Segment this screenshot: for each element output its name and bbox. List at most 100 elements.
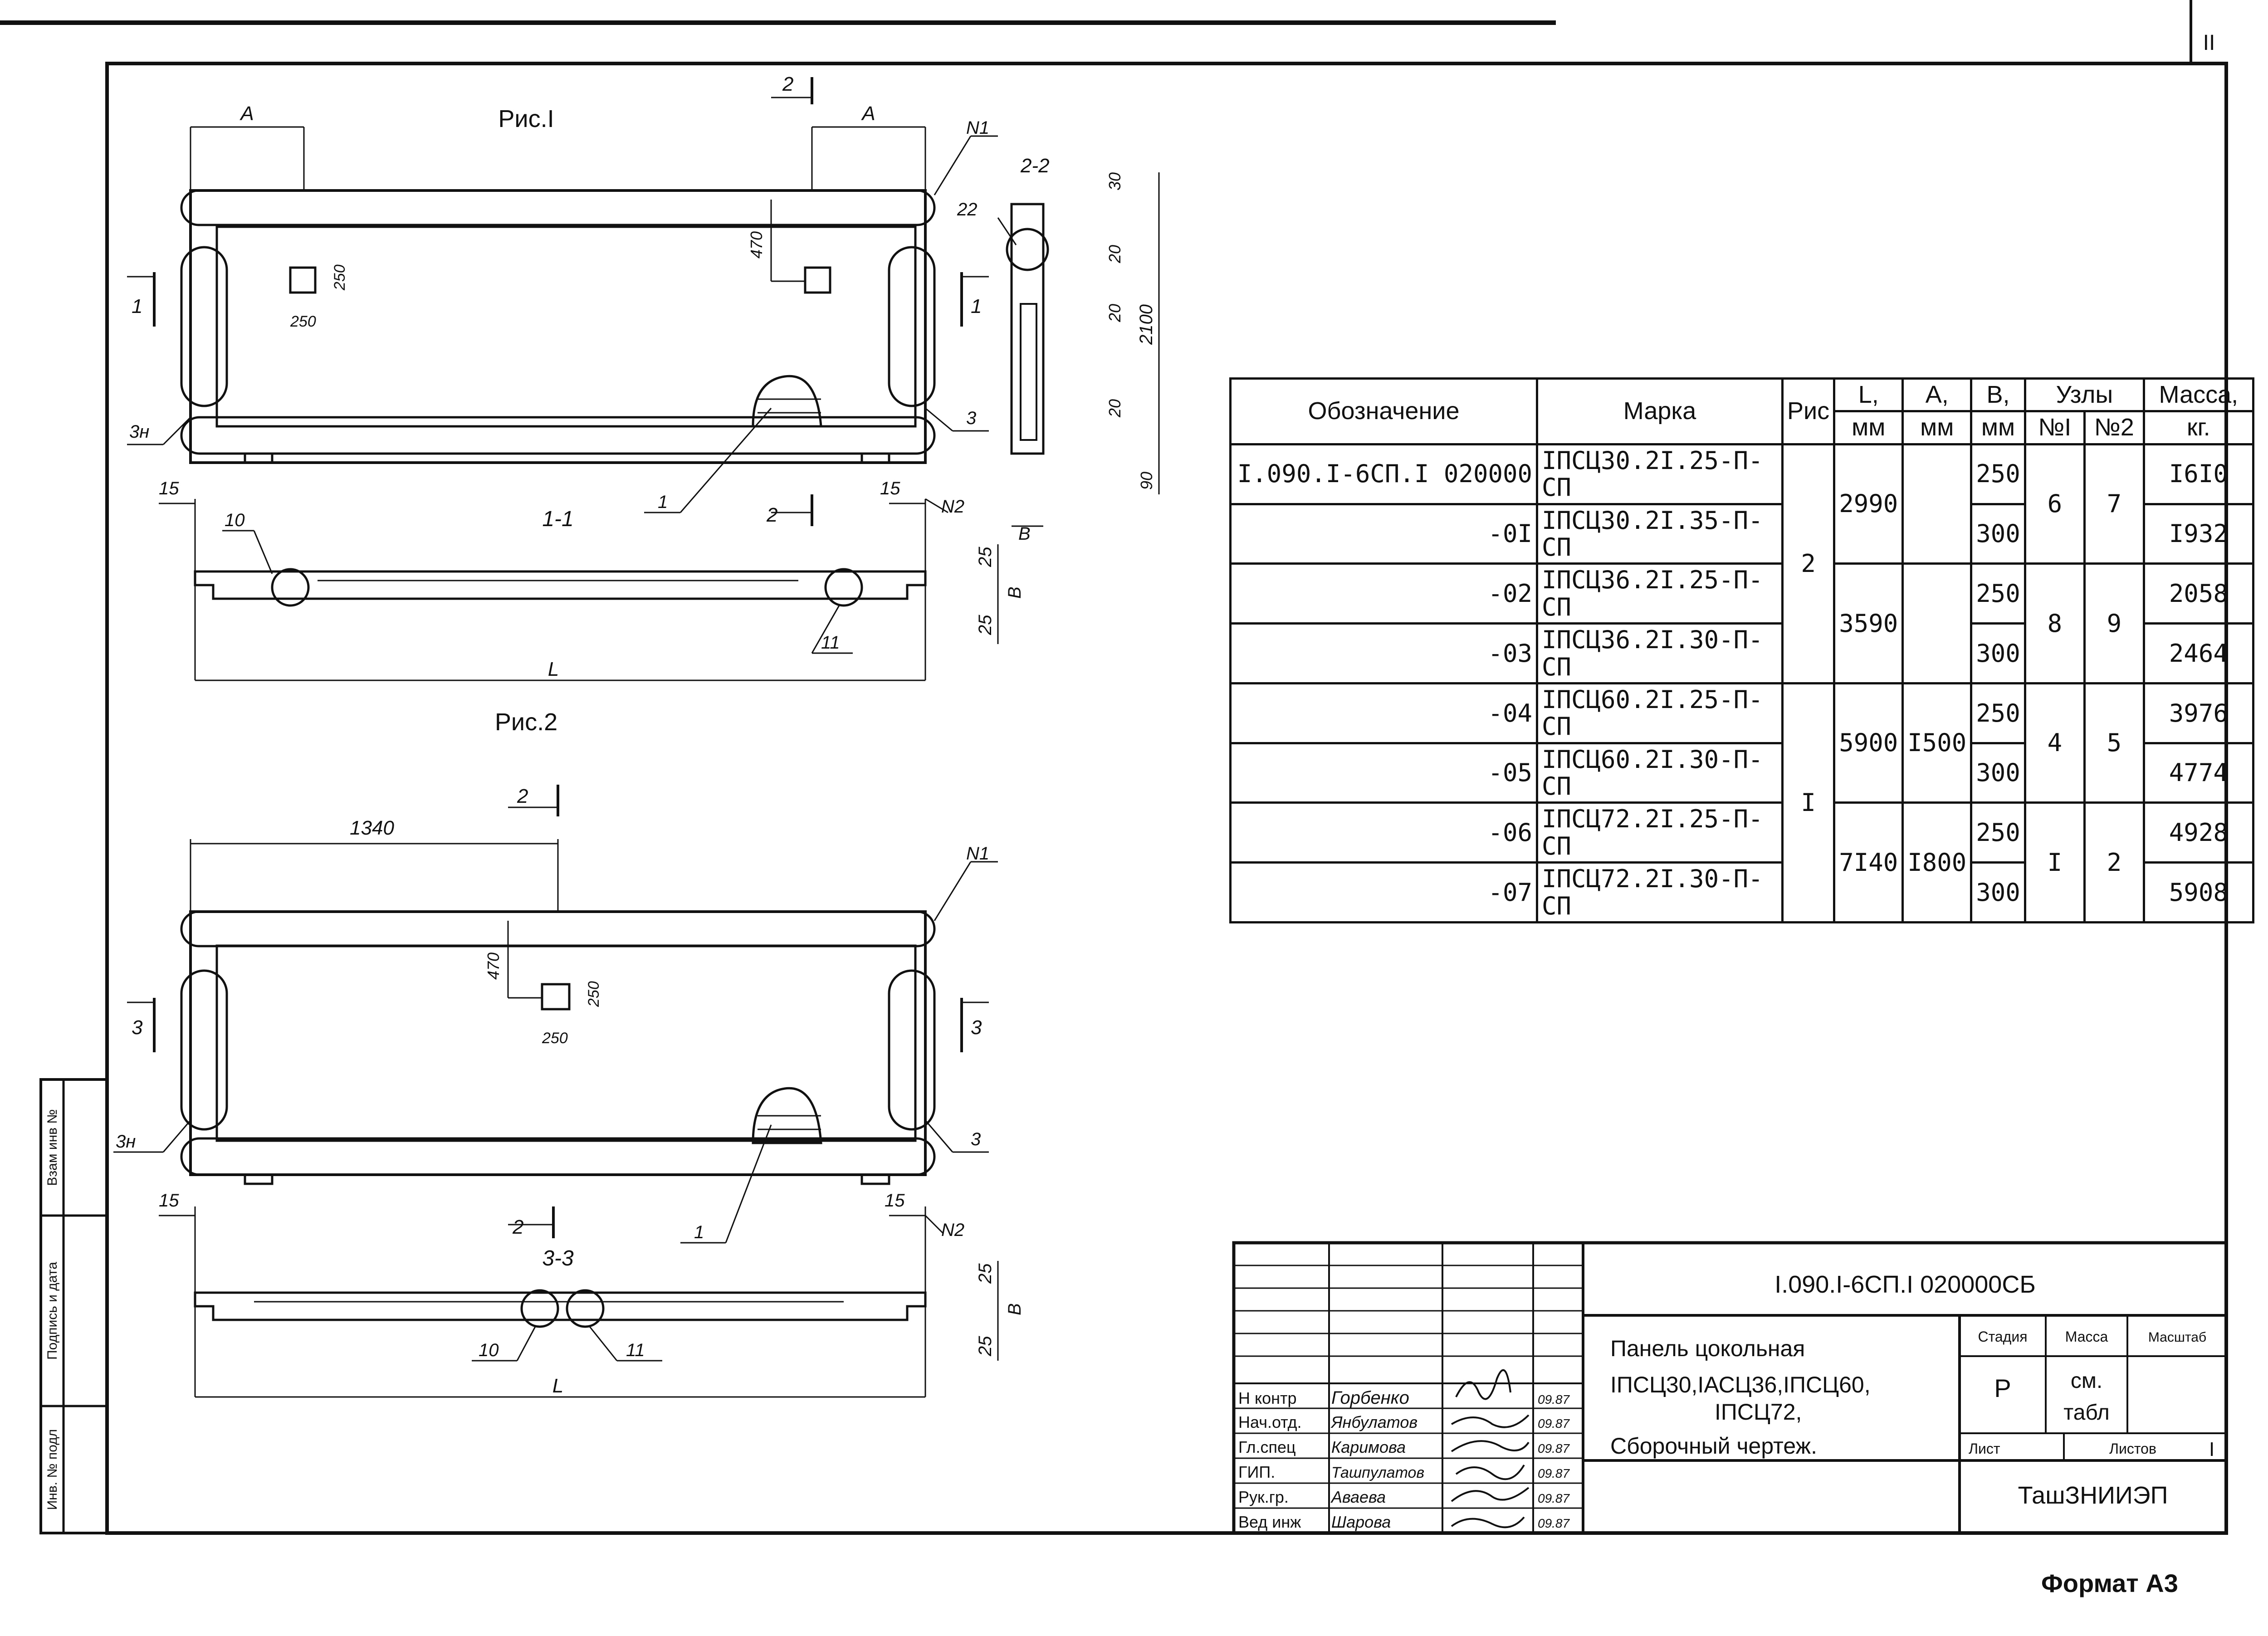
svg-text:1: 1	[658, 492, 668, 512]
svg-text:2: 2	[782, 73, 793, 95]
sheet-label: Лист	[1969, 1441, 2000, 1457]
mass-value-2: табл	[2063, 1401, 2109, 1425]
fig1-node-10	[271, 568, 310, 607]
col-mass: Масса,	[2142, 377, 2254, 413]
svg-text:1: 1	[694, 1222, 704, 1242]
svg-text:L: L	[548, 658, 559, 680]
table-row: -03 IПСЦ36.2I.30-П-СП 300 2464	[1229, 622, 2254, 684]
svg-text:3н: 3н	[116, 1132, 136, 1152]
fig1-top-rail	[180, 189, 936, 226]
col-A: А,	[1901, 377, 1973, 413]
svg-text:15: 15	[885, 1191, 905, 1211]
svg-text:B: B	[1005, 586, 1025, 599]
sign-role-4: ГИП.	[1238, 1463, 1275, 1481]
sign-role-3: Гл.спец	[1238, 1438, 1296, 1456]
svg-text:15: 15	[159, 1191, 179, 1211]
svg-text:09.87: 09.87	[1538, 1392, 1570, 1406]
svg-text:10: 10	[225, 510, 245, 530]
svg-text:3: 3	[132, 1016, 143, 1039]
table-row: I.090.I-6СП.I 020000 IПСЦ30.2I.25-П-СП 2…	[1229, 443, 2254, 684]
svg-text:10: 10	[479, 1340, 499, 1360]
svg-text:25: 25	[975, 1336, 995, 1357]
svg-text:15: 15	[159, 479, 179, 498]
svg-text:250: 250	[542, 1030, 568, 1047]
side-stamp-replacement: Взам инв №	[45, 1109, 60, 1186]
title-line-4: Сборочный чертеж.	[1610, 1433, 1817, 1459]
sign-name-2: Янбулатов	[1330, 1413, 1418, 1431]
fig2-lifting-pocket	[752, 1087, 822, 1144]
svg-text:250: 250	[585, 981, 602, 1007]
svg-text:1-1: 1-1	[542, 507, 573, 531]
table-row: -0I IПСЦ30.2I.35-П-СП 300 I932	[1229, 503, 2254, 565]
svg-text:A: A	[860, 103, 875, 125]
stage-label: Стадия	[1978, 1328, 2027, 1345]
svg-text:470: 470	[747, 231, 766, 259]
fig2-section-3-3: 3-3 L 15 15 N2 10 11 25 25 B	[159, 1191, 1025, 1398]
table-row: -05 IПСЦ60.2I.30-П-СП 300 4774	[1229, 742, 2254, 804]
sign-name-1: Горбенко	[1331, 1388, 1409, 1408]
col-nodes: Узлы	[2024, 377, 2145, 413]
sign-name-5: Аваева	[1330, 1488, 1386, 1506]
svg-text:11: 11	[821, 633, 840, 653]
svg-text:3-3: 3-3	[542, 1246, 574, 1270]
svg-text:250: 250	[290, 313, 316, 330]
sign-role-5: Рук.гр.	[1238, 1488, 1289, 1506]
svg-text:1: 1	[971, 295, 982, 317]
svg-text:30: 30	[1105, 172, 1124, 190]
col-fig: Рис	[1781, 377, 1836, 445]
side-stamp-inventory: Инв. № подл	[45, 1429, 60, 1510]
svg-text:20: 20	[1105, 245, 1124, 264]
title-block: Н контр Горбенко 09.87 Нач.отд. Янбулато…	[1232, 1241, 2228, 1535]
title-line-2: IПСЦ30,IАСЦ36,IПСЦ60,	[1610, 1372, 1871, 1397]
svg-text:2: 2	[766, 504, 777, 526]
svg-text:N1: N1	[966, 844, 989, 864]
fig2-title: Рис.2	[495, 708, 557, 736]
table-row: -06 IПСЦ72.2I.25-П-СП 7I40 I800 250 I 2 …	[1229, 801, 2254, 924]
fig1-node-left	[180, 246, 228, 407]
svg-text:N2: N2	[941, 1220, 964, 1240]
doc-code: I.090.I-6СП.I 020000СБ	[1774, 1271, 2036, 1298]
svg-text:20: 20	[1105, 399, 1124, 418]
col-designation: Обозначение	[1229, 377, 1538, 445]
table-row: -04 IПСЦ60.2I.25-П-СП I 5900 I500 250 4 …	[1229, 682, 2254, 924]
svg-text:1340: 1340	[350, 817, 394, 839]
svg-text:09.87: 09.87	[1538, 1516, 1570, 1530]
title-line-1: Панель цокольная	[1610, 1336, 1805, 1361]
svg-text:90: 90	[1137, 472, 1156, 490]
title-line-3: IПСЦ72,	[1715, 1399, 1802, 1425]
figure-2: Рис.2 470 250 250 1340 2 N1 3н 3 1	[113, 708, 998, 1244]
sheets-label: Листов	[2109, 1441, 2156, 1457]
mass-label: Масса	[2065, 1328, 2108, 1345]
svg-text:3: 3	[966, 408, 976, 428]
svg-text:A: A	[239, 103, 254, 125]
format-label: Формат А3	[2041, 1569, 2178, 1597]
svg-text:2-2: 2-2	[1020, 155, 1050, 177]
side-stamp: Взам инв № Подпись и дата Инв. № подл	[39, 1078, 108, 1534]
stage-value: Р	[1994, 1374, 2011, 1402]
svg-text:2100: 2100	[1136, 304, 1156, 345]
fig2-top-rail	[180, 910, 936, 947]
page-number: II	[2203, 31, 2215, 55]
col-L: L,	[1833, 377, 1904, 413]
table-row: -07 IПСЦ72.2I.30-П-СП 300 5908	[1229, 861, 2254, 924]
sign-name-4: Ташпулатов	[1331, 1464, 1424, 1481]
table-row: -02 IПСЦ36.2I.25-П-СП 3590 250 8 9 2058	[1229, 562, 2254, 684]
svg-text:3: 3	[971, 1016, 982, 1039]
scale-label: Масштаб	[2148, 1330, 2206, 1345]
svg-text:B: B	[1018, 524, 1031, 544]
sign-role-6: Вед инж	[1238, 1513, 1301, 1531]
col-B: В,	[1970, 377, 2026, 413]
svg-text:25: 25	[975, 547, 995, 567]
svg-text:25: 25	[975, 615, 995, 635]
fig2-node-right	[888, 969, 936, 1131]
svg-text:N1: N1	[966, 118, 989, 138]
svg-text:25: 25	[975, 1263, 995, 1284]
svg-text:250: 250	[331, 264, 348, 291]
svg-text:2: 2	[512, 1216, 523, 1238]
svg-text:09.87: 09.87	[1538, 1491, 1570, 1505]
fig2-embed-plate	[541, 983, 571, 1011]
fig2-node-left	[180, 969, 228, 1131]
svg-text:09.87: 09.87	[1538, 1466, 1570, 1480]
sign-name-3: Каримова	[1331, 1438, 1406, 1456]
